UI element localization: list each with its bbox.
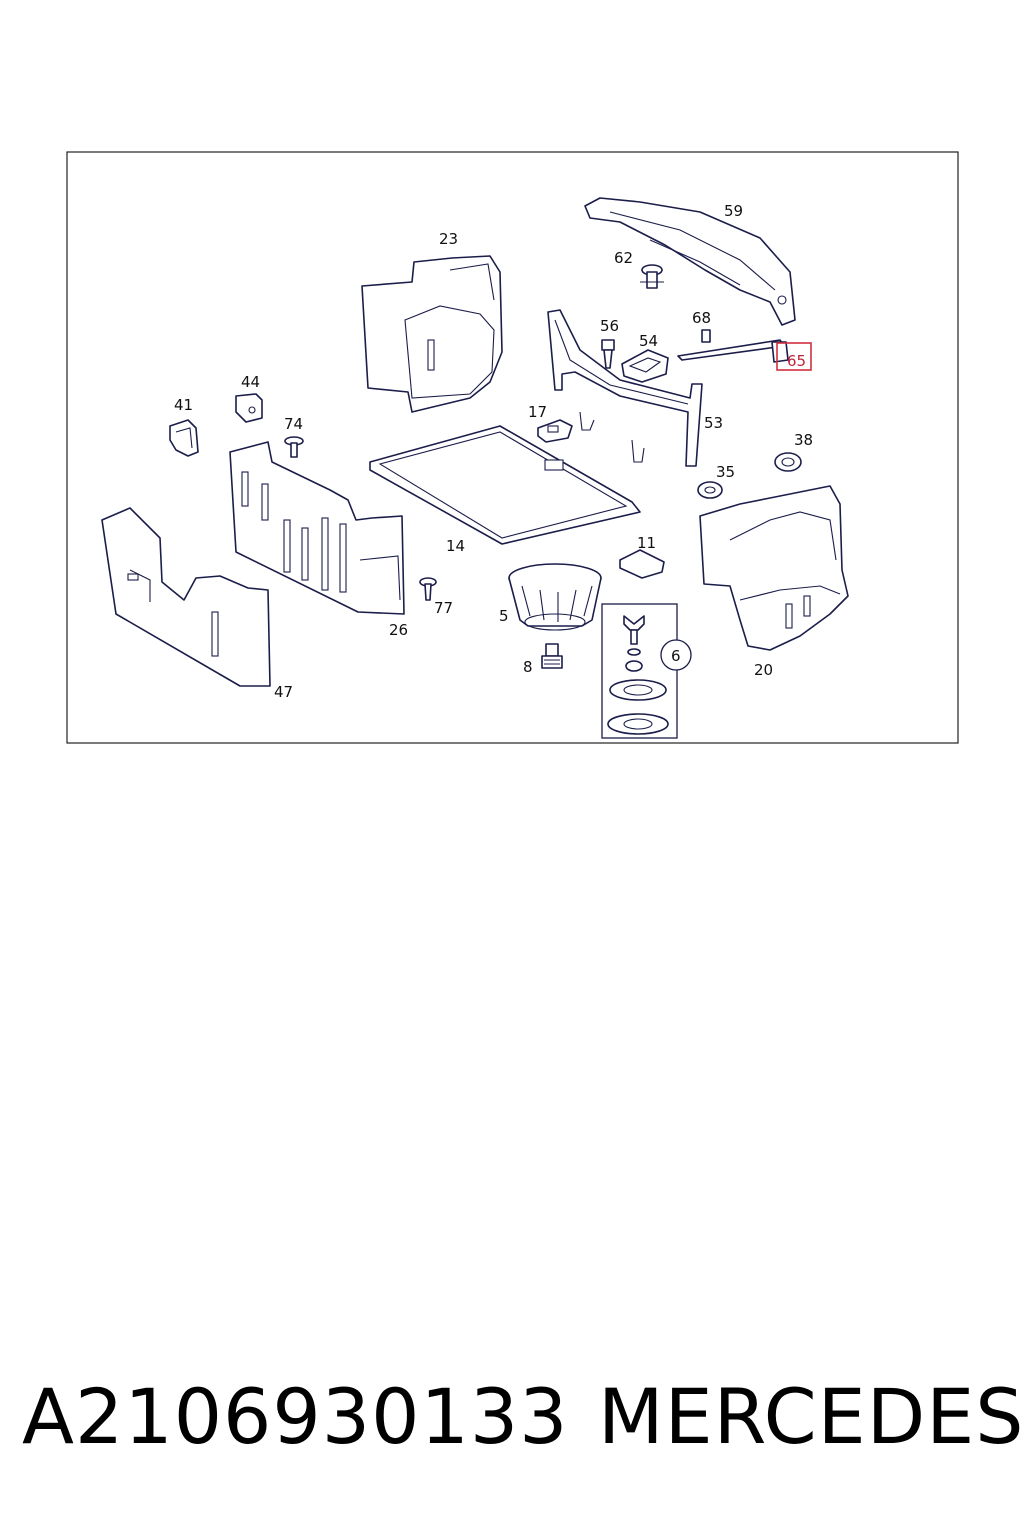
part-8-bolt — [541, 643, 563, 669]
callout-53: 53 — [704, 414, 723, 432]
part-11-pad — [619, 549, 665, 579]
callout-65: 65 — [787, 352, 806, 370]
part-56-clip — [601, 339, 615, 369]
callout-11: 11 — [637, 534, 656, 552]
part-6-fastener-kit — [601, 603, 692, 739]
callout-35: 35 — [716, 463, 735, 481]
part-5-wheel-holder — [508, 563, 602, 631]
part-44-bracket — [235, 393, 263, 423]
callout-44: 44 — [241, 373, 260, 391]
callout-47: 47 — [274, 683, 293, 701]
callout-74: 74 — [284, 415, 303, 433]
highlight-box — [776, 342, 812, 371]
part-23-wheel-arch-trim — [361, 255, 503, 413]
callout-41: 41 — [174, 396, 193, 414]
brand-label: MERCEDES — [598, 1372, 1024, 1461]
callout-17: 17 — [528, 403, 547, 421]
callout-14: 14 — [446, 537, 465, 555]
part-53-frame — [547, 309, 703, 467]
callout-62: 62 — [614, 249, 633, 267]
part-74-screw — [284, 436, 304, 458]
callout-26: 26 — [389, 621, 408, 639]
callout-20: 20 — [754, 661, 773, 679]
callout-56: 56 — [600, 317, 619, 335]
callout-5: 5 — [499, 607, 509, 625]
part-35-plug — [697, 481, 723, 499]
callout-59: 59 — [724, 202, 743, 220]
diagram-frame — [66, 151, 959, 744]
part-47-rear-panel — [101, 507, 271, 687]
part-20-side-trim — [699, 485, 849, 651]
part-38-grommet — [774, 452, 802, 472]
callout-23: 23 — [439, 230, 458, 248]
part-26-side-panel — [229, 441, 405, 615]
callout-6: 6 — [671, 647, 681, 665]
part-68-clip — [701, 329, 711, 343]
callout-77: 77 — [434, 599, 453, 617]
parts-diagram: 59 23 62 68 56 54 65 44 41 74 17 53 38 3… — [66, 151, 959, 744]
callout-8: 8 — [523, 658, 533, 676]
callout-68: 68 — [692, 309, 711, 327]
part-number-label: A2106930133 — [22, 1372, 569, 1461]
part-54-handle-recess — [621, 349, 669, 383]
part-77-screw — [419, 577, 437, 601]
part-14-floor-mat — [369, 425, 641, 545]
part-62-push-clip — [640, 264, 664, 289]
part-17-latch — [537, 419, 573, 443]
part-59-rear-shelf — [584, 197, 796, 326]
callout-54: 54 — [639, 332, 658, 350]
part-65-seal-strip — [677, 339, 789, 363]
callout-38: 38 — [794, 431, 813, 449]
part-41-clip — [169, 419, 199, 457]
